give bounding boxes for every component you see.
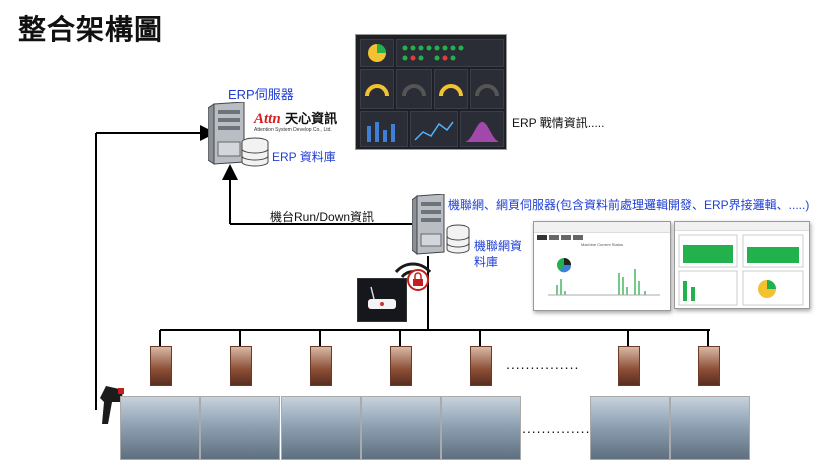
iot-database-label: 機聯網資 料庫 [474, 239, 523, 269]
machine-controller-icon [310, 346, 332, 386]
erp-database-label: ERP 資料庫 [272, 150, 336, 164]
page-title: 整合架構圖 [18, 14, 164, 45]
machine-controller-icon [230, 346, 252, 386]
iot-server-icon [412, 194, 446, 256]
erp-server-icon [208, 102, 248, 166]
machine-controller-icon [618, 346, 640, 386]
machine-controller-icon [150, 346, 172, 386]
barcode-scanner-icon [98, 384, 126, 433]
machine-controller-icon [390, 346, 412, 386]
run-down-label: 機台Run/Down資訊 [270, 210, 375, 224]
iot-server-label: 機聯網、網頁伺服器(包含資料前處理邏輯開發、ERP界接邏輯、.....) [448, 198, 810, 212]
erp-dashboard-label: ERP 戰情資訊..... [512, 116, 605, 130]
iot-database-icon [445, 224, 471, 254]
wifi-lock-icon [392, 258, 434, 297]
factory-machine-photo [441, 396, 521, 460]
factory-machine-photo [120, 396, 200, 460]
machine-controller-icon [698, 346, 720, 386]
web-page-screenshot-1: Machine Current Status [533, 221, 671, 311]
more-machines-dots: ............... [522, 420, 596, 436]
factory-machine-photo [361, 396, 441, 460]
factory-machine-photo [670, 396, 750, 460]
erp-dashboard-screenshot [355, 34, 507, 150]
web-page-screenshot-2 [674, 221, 810, 309]
brand-logo: Attn 天心資訊 Attention System Develop Co., … [254, 111, 338, 133]
factory-machine-photo [200, 396, 280, 460]
machine-controller-icon [470, 346, 492, 386]
router-icon [357, 278, 407, 322]
erp-database-icon [240, 137, 270, 167]
factory-machine-photo [281, 396, 361, 460]
more-controllers-dots: ............... [506, 356, 580, 372]
erp-server-label: ERP伺服器 [228, 87, 294, 102]
factory-machine-photo [590, 396, 670, 460]
